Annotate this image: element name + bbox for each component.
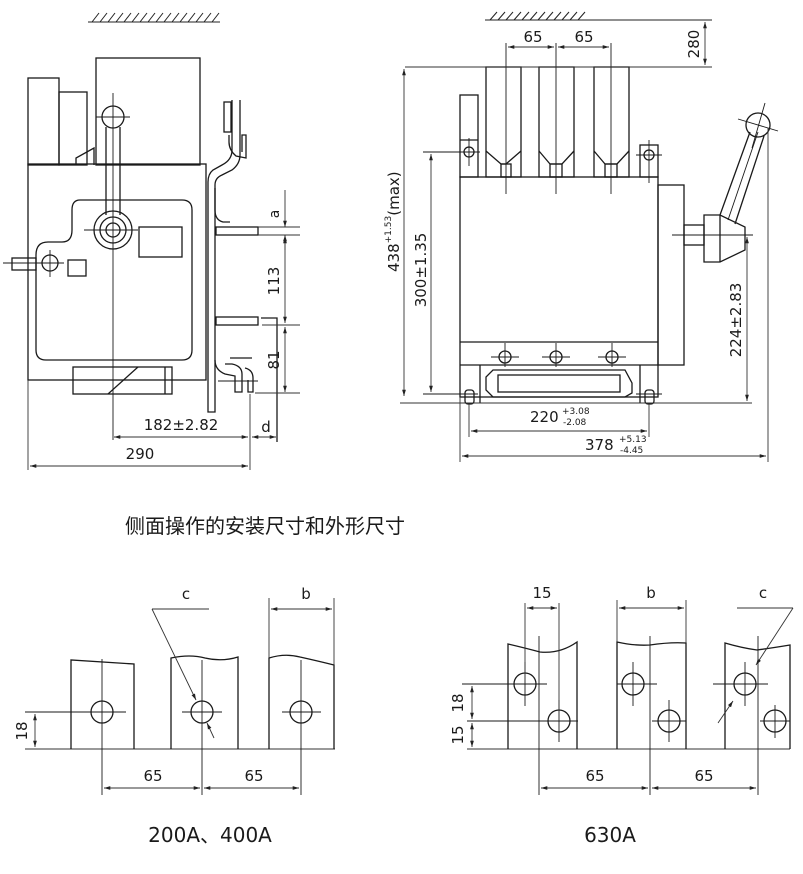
- dim-438-main: 438: [385, 243, 403, 272]
- dim-182-label: 182±2.82: [144, 416, 219, 434]
- dim-65b-630: 65: [694, 767, 713, 785]
- dim-81-label: 81: [265, 350, 283, 369]
- label-c-630: c: [759, 584, 767, 602]
- dim-220-main: 220: [530, 408, 559, 426]
- dim-a-label: a: [267, 210, 283, 219]
- dim-220-tol-upper: +3.08: [562, 407, 590, 417]
- top-terminals: [485, 43, 630, 194]
- label-15-top-630: 15: [532, 584, 551, 602]
- dim-d-label: d: [261, 418, 271, 436]
- dim-65b-label: 65: [574, 28, 593, 46]
- switch-body-side: [3, 57, 207, 440]
- title-630: 630A: [584, 823, 636, 847]
- label-b-200: b: [301, 585, 311, 603]
- title-200-400: 200A、400A: [148, 823, 272, 847]
- dim-438-suffix: (max): [385, 171, 403, 215]
- terminal-detail-200-400: c b 18 65 65 200A、400A: [13, 585, 335, 847]
- dim-438-tol: +1.53: [384, 216, 394, 244]
- dim-378-tol-upper: +5.13: [619, 435, 647, 445]
- operating-handle: [672, 102, 779, 263]
- dim-378-main: 378: [585, 436, 614, 454]
- dim-378-tol-lower: -4.45: [620, 446, 643, 456]
- caption: 侧面操作的安装尺寸和外形尺寸: [125, 514, 405, 538]
- side-dimensions: a 113 81 182±2.82 d 290: [27, 190, 300, 470]
- label-c-200: c: [182, 585, 190, 603]
- dim-290-label: 290: [126, 445, 155, 463]
- dim-65b-200: 65: [244, 767, 263, 785]
- ceiling-hatch-front: [485, 11, 712, 21]
- dim-438-label: 438+1.53(max): [384, 171, 403, 272]
- dim-224-label: 224±2.83: [727, 283, 745, 358]
- label-b-630: b: [646, 584, 656, 602]
- side-view: a 113 81 182±2.82 d 290: [3, 12, 300, 470]
- switch-body-front: [423, 94, 685, 405]
- terminal-detail-630: 15 b c 18 15 65 65 630A: [449, 584, 794, 847]
- dim-65a-200: 65: [143, 767, 162, 785]
- dim-18-200: 18: [13, 721, 31, 740]
- svg-text:438+1.53(max): 438+1.53(max): [384, 171, 403, 272]
- dim-15-630: 15: [449, 725, 467, 744]
- busbars-side: [207, 100, 278, 442]
- dim-220-tol-lower: -2.08: [563, 418, 587, 428]
- dim-113-label: 113: [265, 267, 283, 296]
- dim-300-label: 300±1.35: [412, 233, 430, 308]
- front-dimensions: 65 65 280 438+1.53(max) 300±1.35 224±2.8…: [384, 22, 769, 462]
- dim-18-630: 18: [449, 693, 467, 712]
- dim-65a-label: 65: [523, 28, 542, 46]
- dim-280-label: 280: [685, 30, 703, 59]
- dim-65a-630: 65: [585, 767, 604, 785]
- ceiling-hatch: [88, 12, 220, 23]
- front-view: 65 65 280 438+1.53(max) 300±1.35 224±2.8…: [384, 11, 779, 462]
